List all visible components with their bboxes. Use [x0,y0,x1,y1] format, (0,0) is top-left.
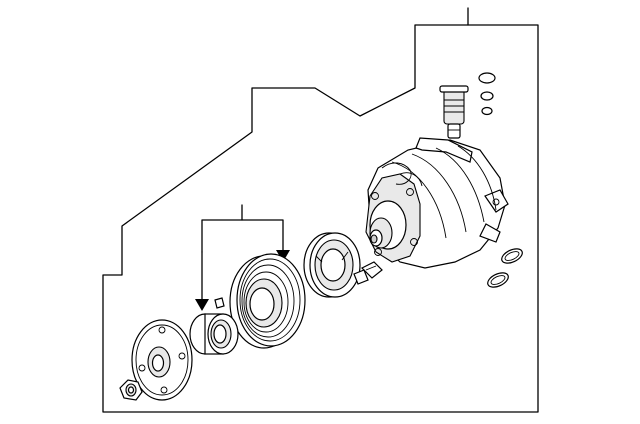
valve-o-rings [478,72,496,116]
assembly-group-outline [102,24,539,413]
clutch-hub-plate [131,319,193,401]
clutch-callout-bracket [195,204,290,311]
pulley-bearing [189,313,239,355]
compressor-assembly [360,137,509,279]
clutch-pulley [229,253,306,349]
snap-ring [214,297,225,309]
clutch-coil [303,232,369,298]
arrow-head-bearing [195,299,209,311]
pressure-relief-valve [439,85,469,139]
hub-nut [119,379,143,401]
arrow-head-pulley [276,250,290,262]
port-o-rings [487,248,523,288]
